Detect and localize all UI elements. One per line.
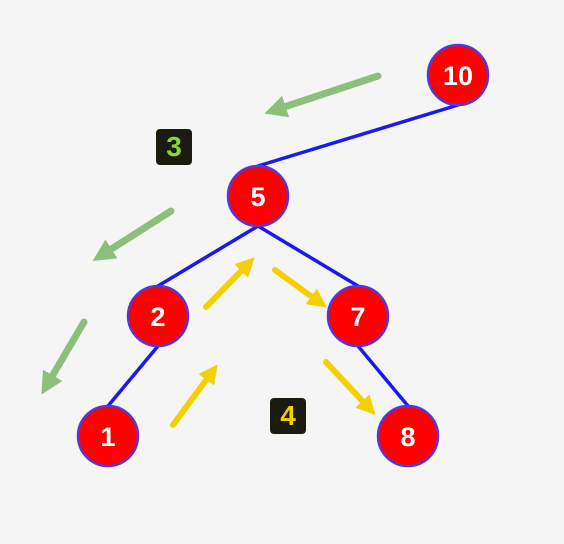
descend-arrows [41, 72, 382, 395]
step-badge-4: 4 [270, 398, 306, 434]
node-label: 7 [350, 302, 365, 332]
descend-arrow-2 [92, 207, 175, 262]
ascend-arrows [170, 257, 376, 428]
ascend-arrow-1 [170, 364, 218, 428]
node-circle [126, 284, 190, 348]
node-label: 5 [250, 182, 265, 212]
edge-2-1 [106, 344, 160, 408]
ascend-arrow-3 [272, 267, 327, 308]
node-circle [376, 404, 440, 468]
node-label: 10 [443, 61, 473, 91]
tree-node-10: 10 [426, 43, 490, 107]
node-label: 1 [100, 422, 115, 452]
step-badge-3: 3 [156, 129, 192, 165]
tree-node-7: 7 [326, 284, 390, 348]
node-circle [326, 284, 390, 348]
tree-edges [106, 103, 460, 408]
node-circle [76, 404, 140, 468]
descend-arrow-1 [264, 72, 382, 118]
descend-arrow-3 [41, 318, 88, 395]
tree-node-2: 2 [126, 284, 190, 348]
node-label: 2 [150, 302, 165, 332]
edge-10-5 [256, 103, 460, 168]
tree-node-5: 5 [226, 164, 290, 228]
edge-5-2 [156, 224, 260, 288]
ascend-arrow-4 [323, 359, 376, 416]
ascend-arrow-2 [203, 257, 255, 310]
node-circle [226, 164, 290, 228]
edge-7-8 [356, 344, 410, 408]
node-label: 8 [400, 422, 415, 452]
edge-5-7 [256, 224, 360, 288]
tree-node-8: 8 [376, 404, 440, 468]
node-circle [426, 43, 490, 107]
tree-node-1: 1 [76, 404, 140, 468]
